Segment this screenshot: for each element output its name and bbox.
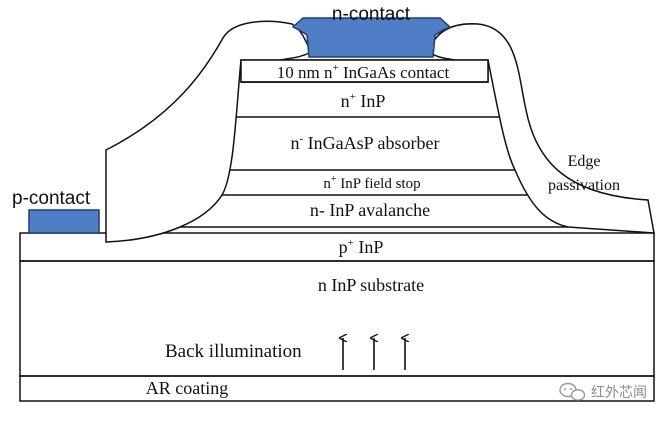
right-passivation-outline bbox=[428, 23, 655, 234]
watermark-text: 红外芯闻 bbox=[591, 385, 647, 401]
ar-coating-layer bbox=[19, 375, 655, 402]
left-passivation-outline bbox=[105, 20, 312, 243]
n-contact-pad bbox=[291, 17, 452, 58]
ar-coating-label: AR coating bbox=[146, 378, 229, 398]
edge-passivation-label-line1: Edge bbox=[568, 153, 601, 170]
ingaas-contact-label: 10 nm n+ InGaAs contact bbox=[277, 62, 450, 82]
p-contact-pad bbox=[28, 209, 100, 234]
wechat-logo-icon bbox=[559, 382, 586, 401]
watermark: 红外芯闻 bbox=[559, 382, 647, 401]
absorber-label: n- InGaAsP absorber bbox=[291, 133, 440, 153]
avalanche-label: n- InP avalanche bbox=[310, 200, 430, 220]
n-contact-label: n-contact bbox=[332, 4, 411, 25]
edge-passivation-label-line2: passivation bbox=[548, 177, 620, 194]
p-contact-label: p-contact bbox=[12, 188, 91, 209]
n-plus-inp-label: n+ InP bbox=[341, 91, 386, 111]
illumination-arrows bbox=[343, 338, 405, 370]
back-illumination-label: Back illumination bbox=[165, 341, 302, 362]
field-stop-label: n+ InP field stop bbox=[323, 174, 420, 192]
p-plus-inp-layer bbox=[19, 232, 655, 262]
p-plus-inp-label: p+ InP bbox=[339, 237, 384, 257]
substrate-label: n InP substrate bbox=[318, 275, 424, 295]
mesa-stack bbox=[164, 59, 568, 228]
